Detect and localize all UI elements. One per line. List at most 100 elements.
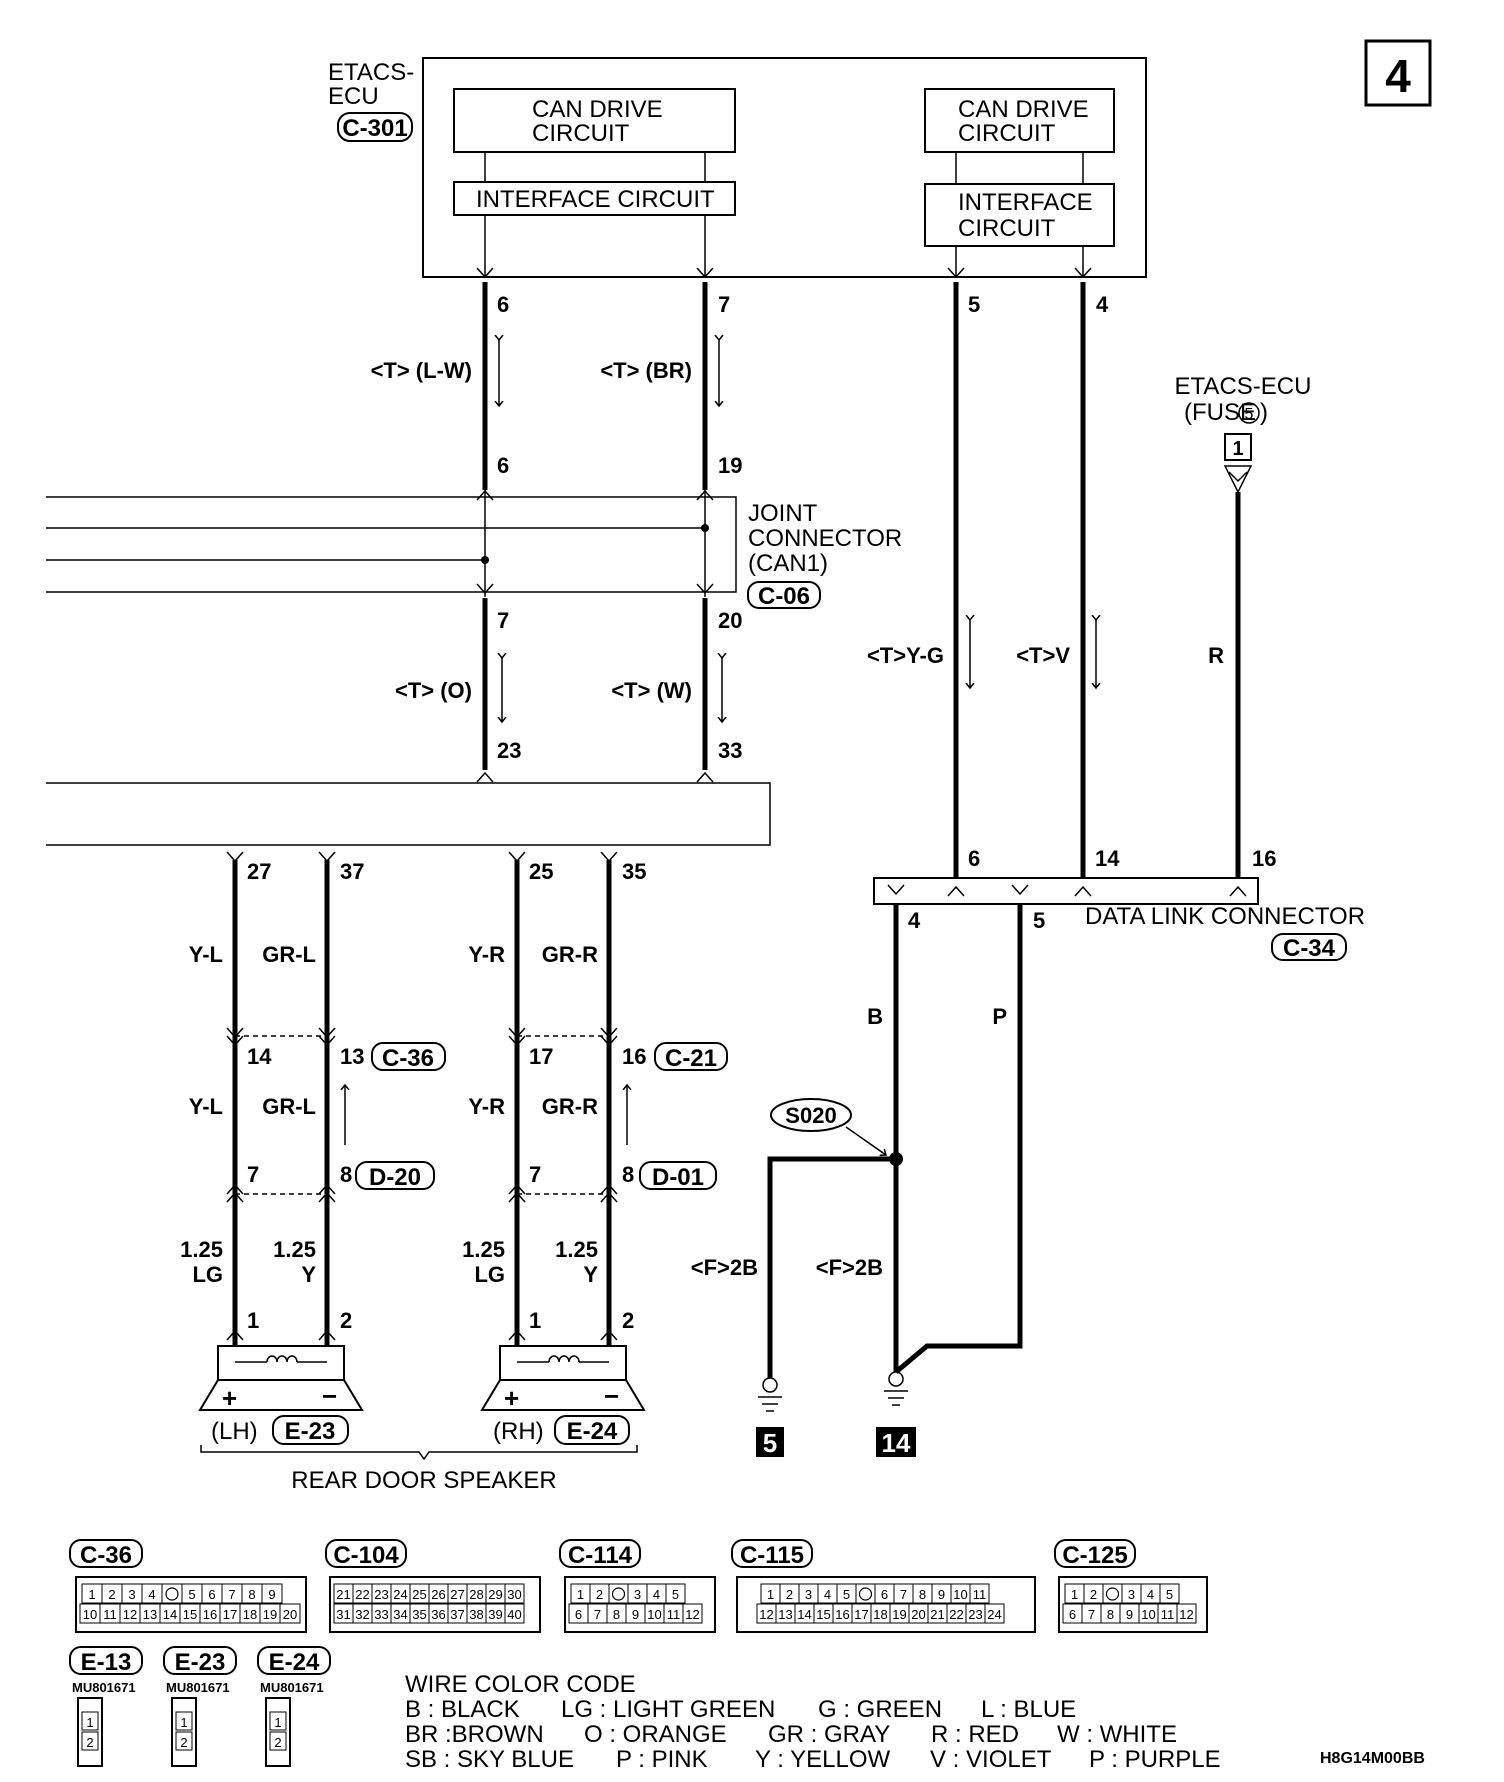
wire-p-label: P: [992, 1004, 1007, 1029]
connector-pin: 8: [1107, 1607, 1114, 1622]
connector-pin: 5: [188, 1587, 195, 1602]
fuse-number-circle: [1238, 402, 1260, 424]
small-connector-name: E-23: [175, 1649, 226, 1676]
fuse-terminal-box: [1224, 433, 1252, 461]
connector-pin: 16: [203, 1607, 217, 1622]
small-connector-pin: 2: [274, 1735, 281, 1750]
wcc-r0-c2: G : GREEN: [818, 1696, 942, 1723]
rh-lower-connector-badge: [639, 1161, 717, 1190]
connector-view-badge: [731, 1539, 813, 1568]
connector-pin: 12: [759, 1607, 773, 1622]
small-connector-pin: 2: [86, 1735, 93, 1750]
page-number: 4: [1385, 50, 1411, 102]
connector-view-badge: [1054, 1539, 1136, 1568]
connector-pin: 3: [128, 1587, 135, 1602]
lh-top-pin-27: 27: [247, 859, 271, 884]
joint-connector-id: C-06: [758, 583, 810, 610]
rh-lower-connector-id: D-01: [652, 1164, 704, 1191]
dlc-pin-5: 5: [1033, 908, 1045, 933]
connector-pin: 19: [892, 1607, 906, 1622]
lh-lower-connector-id: D-20: [369, 1164, 421, 1191]
connector-pin: 15: [183, 1607, 197, 1622]
lh-upper-wire-right: GR-L: [262, 942, 316, 967]
connector-pin: 2: [108, 1587, 115, 1602]
rh-top-pin-25: 25: [529, 859, 553, 884]
splice-left-wire: <F>2B: [691, 1255, 758, 1280]
wire-v-label: <T>V: [1016, 643, 1070, 668]
wcc-r1-c2: GR : GRAY: [768, 1721, 890, 1748]
speaker-lh-badge: [272, 1415, 349, 1445]
small-connector-part: MU801671: [260, 1680, 324, 1695]
small-connector-pin: 1: [274, 1715, 281, 1730]
speaker-lh-side: (LH): [211, 1418, 258, 1445]
speaker-rh-side: (RH): [493, 1418, 544, 1445]
lh-upper-wire-left: Y-L: [189, 942, 223, 967]
speaker-rh-wiring: 25 35 Y-R GR-R 17 16 C-21 Y-R GR-R 7 8 D…: [462, 851, 728, 1346]
diagram-code: H8G14M00BB: [1320, 1750, 1425, 1767]
right-can-drive-box: [924, 88, 1115, 153]
connector-pin: 4: [148, 1587, 155, 1602]
left-can-drive-line2: CIRCUIT: [532, 120, 630, 147]
connector-pin: 5: [672, 1587, 679, 1602]
rh-mid-wire-left: Y-R: [468, 1094, 505, 1119]
connector-pin: 9: [938, 1587, 945, 1602]
left-interface-label: INTERFACE CIRCUIT: [476, 186, 715, 213]
connector-pin: 5: [1166, 1587, 1173, 1602]
lh-spk-pin-1: 1: [247, 1308, 259, 1333]
wcc-r1-c4: W : WHITE: [1057, 1721, 1177, 1748]
joint-connector-badge: [747, 581, 821, 609]
connector-pin: 11: [1161, 1607, 1175, 1622]
fuse-source-line2-end: ): [1260, 399, 1268, 426]
rh-top-pin-35: 35: [622, 859, 646, 884]
wire-yg-label: <T>Y-G: [867, 643, 944, 668]
wcc-title: WIRE COLOR CODE: [405, 1671, 636, 1698]
dlc-name: DATA LINK CONNECTOR: [1085, 903, 1365, 930]
connector-pin: 12: [1179, 1607, 1193, 1622]
connector-pin: 9: [632, 1607, 639, 1622]
connector-pin: 36: [431, 1607, 445, 1622]
connector-pin: 24: [987, 1607, 1001, 1622]
joint-connector-line2: CONNECTOR: [748, 525, 902, 552]
dlc-pin-16: 16: [1252, 846, 1276, 871]
lh-mid-pin-13: 13: [340, 1044, 364, 1069]
etacs-connector-id: C-301: [342, 115, 407, 142]
connector-view-name: C-104: [333, 1542, 399, 1569]
connector-pin: 29: [488, 1587, 502, 1602]
connector-pin: 9: [1126, 1607, 1133, 1622]
dlc-pin-6: 6: [968, 846, 980, 871]
connector-pin: 5: [843, 1587, 850, 1602]
connector-pin: 10: [953, 1587, 967, 1602]
rh-mid-connector-badge: [654, 1042, 728, 1071]
connector-pin: 8: [248, 1587, 255, 1602]
connector-pin: 19: [263, 1607, 277, 1622]
connector-pin: 22: [355, 1587, 369, 1602]
speaker-rh-connector-id: E-24: [567, 1418, 618, 1445]
small-connector-pin: 1: [180, 1715, 187, 1730]
connector-pin: 17: [223, 1607, 237, 1622]
connector-pin: 4: [824, 1587, 831, 1602]
can-upper-wires: <T> (L-W) <T> (BR) 6 19: [371, 282, 742, 490]
right-interface-line2: CIRCUIT: [958, 215, 1056, 242]
connector-pin: 14: [797, 1607, 811, 1622]
joint-pin-7: 7: [497, 608, 509, 633]
speaker-lh-connector-id: E-23: [285, 1418, 336, 1445]
connector-view-badge: [69, 1539, 143, 1568]
dlc-wires: <T>Y-G <T>V ETACS-ECU (FUSE 5 ) 1 R 6 14…: [867, 282, 1311, 878]
rh-lower-pin-8: 8: [622, 1162, 634, 1187]
connector-pin: 31: [336, 1607, 350, 1622]
joint-connector: JOINT CONNECTOR (CAN1) C-06: [46, 489, 902, 610]
speaker-rh: + − (RH) E-24: [480, 1329, 646, 1445]
small-connector-pin: 1: [86, 1715, 93, 1730]
rh-upper-wire-left: Y-R: [468, 942, 505, 967]
connector-pin: 7: [1088, 1607, 1095, 1622]
speaker-group-label: REAR DOOR SPEAKER: [291, 1467, 556, 1494]
wire-b-label: B: [867, 1004, 883, 1029]
connector-pin: 2: [1090, 1587, 1097, 1602]
joint-node-can-h: [701, 524, 709, 532]
left-can-drive-box: [453, 88, 736, 153]
fuse-terminal-number: 1: [1232, 438, 1243, 460]
connector-pin: 1: [767, 1587, 774, 1602]
